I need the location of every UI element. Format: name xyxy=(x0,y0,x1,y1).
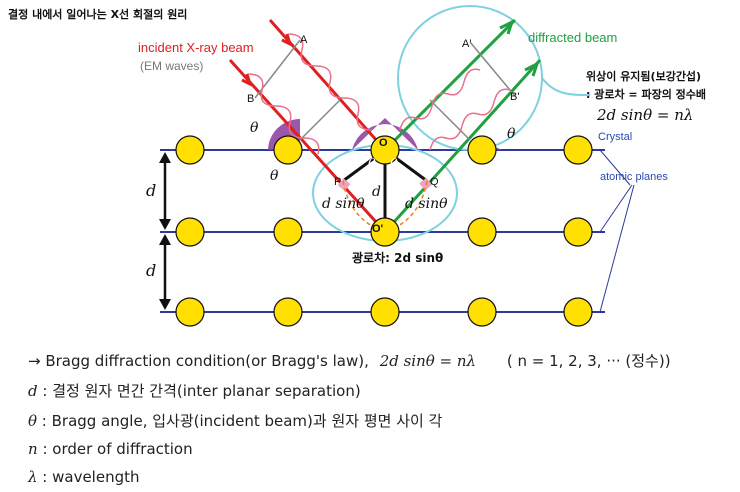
atom xyxy=(370,135,400,165)
arrow-head xyxy=(159,152,171,163)
atom xyxy=(467,135,497,165)
point-p: P xyxy=(334,176,341,188)
legend-line4-text: : order of diffraction xyxy=(37,440,193,458)
wavefront-line xyxy=(469,41,516,97)
plane-pointer xyxy=(599,149,631,186)
point-o: O xyxy=(379,137,388,149)
legend-line5-sym: λ xyxy=(28,468,38,486)
legend-line3-text: : Bragg angle, 입사광(incident beam)과 원자 평면… xyxy=(37,412,443,430)
point-q: Q xyxy=(430,176,439,188)
arrow-head xyxy=(159,234,171,245)
atom xyxy=(370,297,400,327)
atom xyxy=(467,217,497,247)
diffracted-wave-1 xyxy=(399,68,481,131)
d-label-2: d xyxy=(146,261,156,280)
legend-line5-text: : wavelength xyxy=(37,468,140,486)
atom xyxy=(370,217,400,247)
d-label-center: d xyxy=(372,184,381,200)
point-o-prime: O' xyxy=(372,223,384,235)
incident-arrow xyxy=(281,33,293,47)
legend-lambda: λ : wavelength xyxy=(28,468,139,486)
diffracted-beam-1 xyxy=(383,18,517,152)
legend-line2-text: : 결정 원자 면간 간격(inter planar separation) xyxy=(37,382,361,400)
in-phase-pointer xyxy=(541,77,591,96)
legend-n: n : order of diffraction xyxy=(28,440,193,458)
point-a: A xyxy=(300,34,308,46)
diffracted-label: diffracted beam xyxy=(528,30,617,45)
arrow-head xyxy=(159,219,171,230)
incident-beam-2 xyxy=(228,58,387,234)
legend-line2-sym: d xyxy=(28,382,38,400)
in-phase-label: 위상이 유지됨(보강간섭) xyxy=(586,69,701,83)
legend-theta: θ : Bragg angle, 입사광(incident beam)과 원자 … xyxy=(28,410,442,431)
plane-pointer xyxy=(599,184,635,313)
diffraction-figure: incident X-ray beam (EM waves) diffracte… xyxy=(138,5,706,327)
atom xyxy=(273,135,303,165)
point-b-prime: B' xyxy=(510,91,519,103)
theta-label: θ xyxy=(270,168,279,184)
diffracted-arrow xyxy=(499,19,515,35)
wavefront-line xyxy=(299,99,341,141)
point-a-prime: A' xyxy=(462,38,471,50)
atom xyxy=(175,135,205,165)
legend-bragg-law: → Bragg diffraction condition(or Bragg's… xyxy=(28,350,671,371)
wavefront-line xyxy=(429,99,471,141)
diffracted-wave-2 xyxy=(429,88,511,151)
path-difference-label: 광로차: 2d sinθ xyxy=(352,250,443,265)
legend-d: d : 결정 원자 면간 간격(inter planar separation) xyxy=(28,380,361,401)
atom xyxy=(563,297,593,327)
d-label-1: d xyxy=(146,181,156,200)
dsin-label-right: d sinθ xyxy=(405,196,448,212)
atom xyxy=(563,217,593,247)
bragg-eq-label: 2d sinθ = nλ xyxy=(596,106,693,124)
atom xyxy=(563,135,593,165)
atom xyxy=(175,217,205,247)
legend-line3-sym: θ xyxy=(28,412,38,430)
incident-wave-1 xyxy=(287,33,373,131)
path-note-label: : 광로차 = 파장의 정수배 xyxy=(586,87,706,101)
theta-label: θ xyxy=(250,120,259,136)
diffracted-beam-2 xyxy=(383,58,542,234)
legend-line1-n: ( n = 1, 2, 3, ··· (정수)) xyxy=(506,352,671,370)
diagram-title: 결정 내에서 일어나는 X선 회절의 원리 xyxy=(8,8,188,21)
atom-grid xyxy=(175,135,593,327)
em-waves-label: (EM waves) xyxy=(140,59,203,73)
atomic-planes-label: atomic planes xyxy=(600,171,668,183)
theta-label: θ xyxy=(368,157,376,172)
theta-label: θ xyxy=(507,126,516,142)
legend-line4-sym: n xyxy=(28,440,38,458)
legend-line1-eq: 2d sinθ = nλ xyxy=(379,352,477,370)
diffracted-arrow xyxy=(524,61,540,77)
theta-label: θ xyxy=(390,157,398,172)
incident-arrow xyxy=(241,73,253,87)
dsin-label-left: d sinθ xyxy=(322,196,365,212)
crystal-label: Crystal xyxy=(598,131,632,143)
atom xyxy=(273,217,303,247)
plane-pointer xyxy=(599,184,633,233)
legend-line1-prefix: → Bragg diffraction condition(or Bragg's… xyxy=(28,352,369,370)
atom xyxy=(175,297,205,327)
arrow-head xyxy=(159,299,171,310)
incident-label: incident X-ray beam xyxy=(138,40,254,55)
theta-wedge-center xyxy=(352,118,418,150)
atom xyxy=(273,297,303,327)
atom xyxy=(467,297,497,327)
incident-wave-2 xyxy=(247,73,320,155)
point-b: B xyxy=(247,93,254,105)
in-phase-region xyxy=(397,5,543,151)
